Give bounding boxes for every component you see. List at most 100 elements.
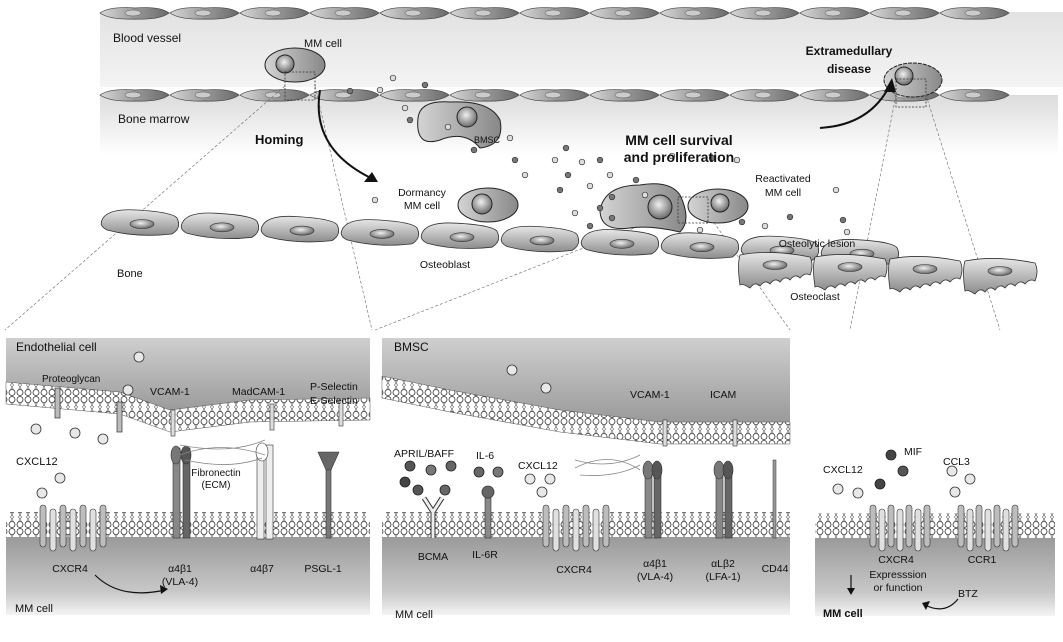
panel-endothelial: Endothelial cell Proteoglycan VCAM-1 Mad… bbox=[5, 338, 371, 615]
cytokine-dot bbox=[696, 226, 704, 234]
transmembrane-helix bbox=[957, 504, 965, 548]
osteoclast-cell bbox=[813, 254, 888, 291]
cytokine-dot bbox=[596, 204, 604, 212]
cytokine-dot bbox=[586, 222, 594, 230]
endothelial-nucleus bbox=[684, 91, 702, 99]
transmembrane-helix bbox=[542, 504, 550, 548]
label-lfa-1: (LFA-1) bbox=[705, 571, 740, 583]
cxcr4-receptor bbox=[542, 504, 610, 552]
mm-cell-membrane bbox=[815, 513, 1055, 538]
extramedullary-arrowhead bbox=[884, 78, 896, 92]
label-mm-cell: MM cell bbox=[15, 603, 53, 615]
label-alb2: αLβ2 bbox=[711, 558, 735, 570]
il-6r-receptor bbox=[481, 485, 495, 539]
label-vla-4: (VLA-4) bbox=[637, 571, 673, 583]
cytokine-dot bbox=[668, 152, 676, 160]
label-bmsc: BMSC bbox=[474, 135, 501, 145]
mm-cell-body bbox=[6, 537, 370, 615]
label-vla-4: (VLA-4) bbox=[162, 576, 198, 588]
osteoclast-nucleus bbox=[762, 260, 788, 270]
cytokine-dot bbox=[586, 182, 594, 190]
endothelial-nucleus bbox=[824, 9, 842, 17]
transmembrane-helix bbox=[89, 508, 97, 552]
cytokine-dot bbox=[406, 116, 414, 124]
endothelial-nucleus bbox=[194, 91, 212, 99]
zoom-line bbox=[704, 209, 791, 331]
transmembrane-helix bbox=[602, 504, 610, 548]
label-extramedullary: Extramedullary bbox=[806, 44, 893, 58]
transmembrane-helix bbox=[878, 508, 886, 552]
top-panel: Blood vessel MM cell Bone marrow Homing … bbox=[4, 7, 1063, 331]
endothelial-nucleus bbox=[264, 91, 282, 99]
label-a4b1: α4β1 bbox=[168, 563, 192, 575]
cytokine-dot bbox=[578, 158, 586, 166]
label-madcam-1: MadCAM-1 bbox=[232, 386, 285, 398]
cytokine-dot bbox=[596, 156, 604, 164]
cxcr4-receptor bbox=[39, 504, 107, 552]
april-baff-ligands bbox=[399, 460, 457, 496]
panel-title-endothelial: Endothelial cell bbox=[16, 340, 97, 354]
cxcl12-chemokines bbox=[30, 351, 145, 499]
cd44-molecule bbox=[772, 459, 777, 539]
label-ccl3: CCL3 bbox=[943, 456, 970, 468]
label-dormancy: Dormancy bbox=[398, 187, 447, 199]
label-osteolytic-lesion: Osteolytic lesion bbox=[779, 238, 856, 250]
transmembrane-helix bbox=[966, 508, 974, 552]
label-disease: disease bbox=[827, 62, 871, 76]
cytokine-dot bbox=[708, 154, 716, 162]
cytokine-dot bbox=[608, 214, 616, 222]
osteoblast-nucleus bbox=[289, 225, 315, 236]
label-il-6r: IL-6R bbox=[472, 549, 498, 561]
endothelial-nucleus bbox=[754, 91, 772, 99]
label-blood-vessel: Blood vessel bbox=[113, 31, 181, 45]
homing-arrow bbox=[317, 89, 376, 181]
transmembrane-helix bbox=[552, 508, 560, 552]
transmembrane-helix bbox=[99, 504, 107, 548]
cytokine-dot bbox=[470, 146, 478, 154]
selectin-molecule bbox=[338, 399, 344, 427]
cytokine-dot bbox=[786, 213, 794, 221]
endothelial-nucleus bbox=[684, 9, 702, 17]
cytokine-dot bbox=[511, 156, 519, 164]
mm-cell-extramedullary bbox=[883, 62, 943, 108]
label-fibronectin: Fibronectin bbox=[191, 468, 240, 479]
label-cd44: CD44 bbox=[762, 563, 789, 575]
label-bcma: BCMA bbox=[418, 551, 448, 563]
label-reactivated: Reactivated bbox=[755, 173, 811, 185]
cytokine-dot bbox=[839, 216, 847, 224]
label-osteoclast: Osteoclast bbox=[790, 291, 840, 303]
endothelial-nucleus bbox=[404, 91, 422, 99]
label-proliferation: and proliferation bbox=[624, 149, 734, 165]
label-april-baff: APRIL/BAFF bbox=[394, 448, 454, 460]
mm-cell-reactivated bbox=[677, 188, 749, 224]
cytokine-dot bbox=[632, 176, 640, 184]
cytokine-dot bbox=[371, 196, 379, 204]
mm-cell-body bbox=[382, 537, 790, 615]
label-survival: MM cell survival bbox=[625, 132, 732, 148]
transmembrane-helix bbox=[1011, 504, 1019, 548]
cytokine-dot bbox=[562, 144, 570, 152]
cytokine-dot bbox=[376, 86, 384, 94]
label-cxcl12: CXCL12 bbox=[16, 456, 58, 468]
label-proteoglycan: Proteoglycan bbox=[42, 374, 100, 385]
cytokine-dot bbox=[843, 228, 851, 236]
cytokine-dot bbox=[401, 104, 409, 112]
label-mm-cell: MM cell bbox=[304, 38, 342, 50]
cytokine-dot bbox=[608, 193, 616, 201]
cytokine-dot bbox=[832, 186, 840, 194]
label-cxcl12: CXCL12 bbox=[823, 464, 863, 476]
endothelial-cell-body bbox=[6, 338, 370, 412]
label-btz: BTZ bbox=[958, 588, 978, 600]
transmembrane-helix bbox=[49, 508, 57, 552]
transmembrane-helix bbox=[59, 504, 67, 548]
transmembrane-helix bbox=[39, 504, 47, 548]
cytokine-dot bbox=[761, 222, 769, 230]
label-homing: Homing bbox=[255, 132, 303, 147]
label-vcam-1: VCAM-1 bbox=[630, 389, 670, 401]
osteoclast-nucleus bbox=[987, 266, 1013, 276]
label-mm-cell: MM cell bbox=[823, 608, 863, 620]
label-mif: MIF bbox=[904, 446, 922, 458]
cytokine-dot bbox=[738, 218, 746, 226]
activation-arrowhead bbox=[160, 585, 168, 594]
